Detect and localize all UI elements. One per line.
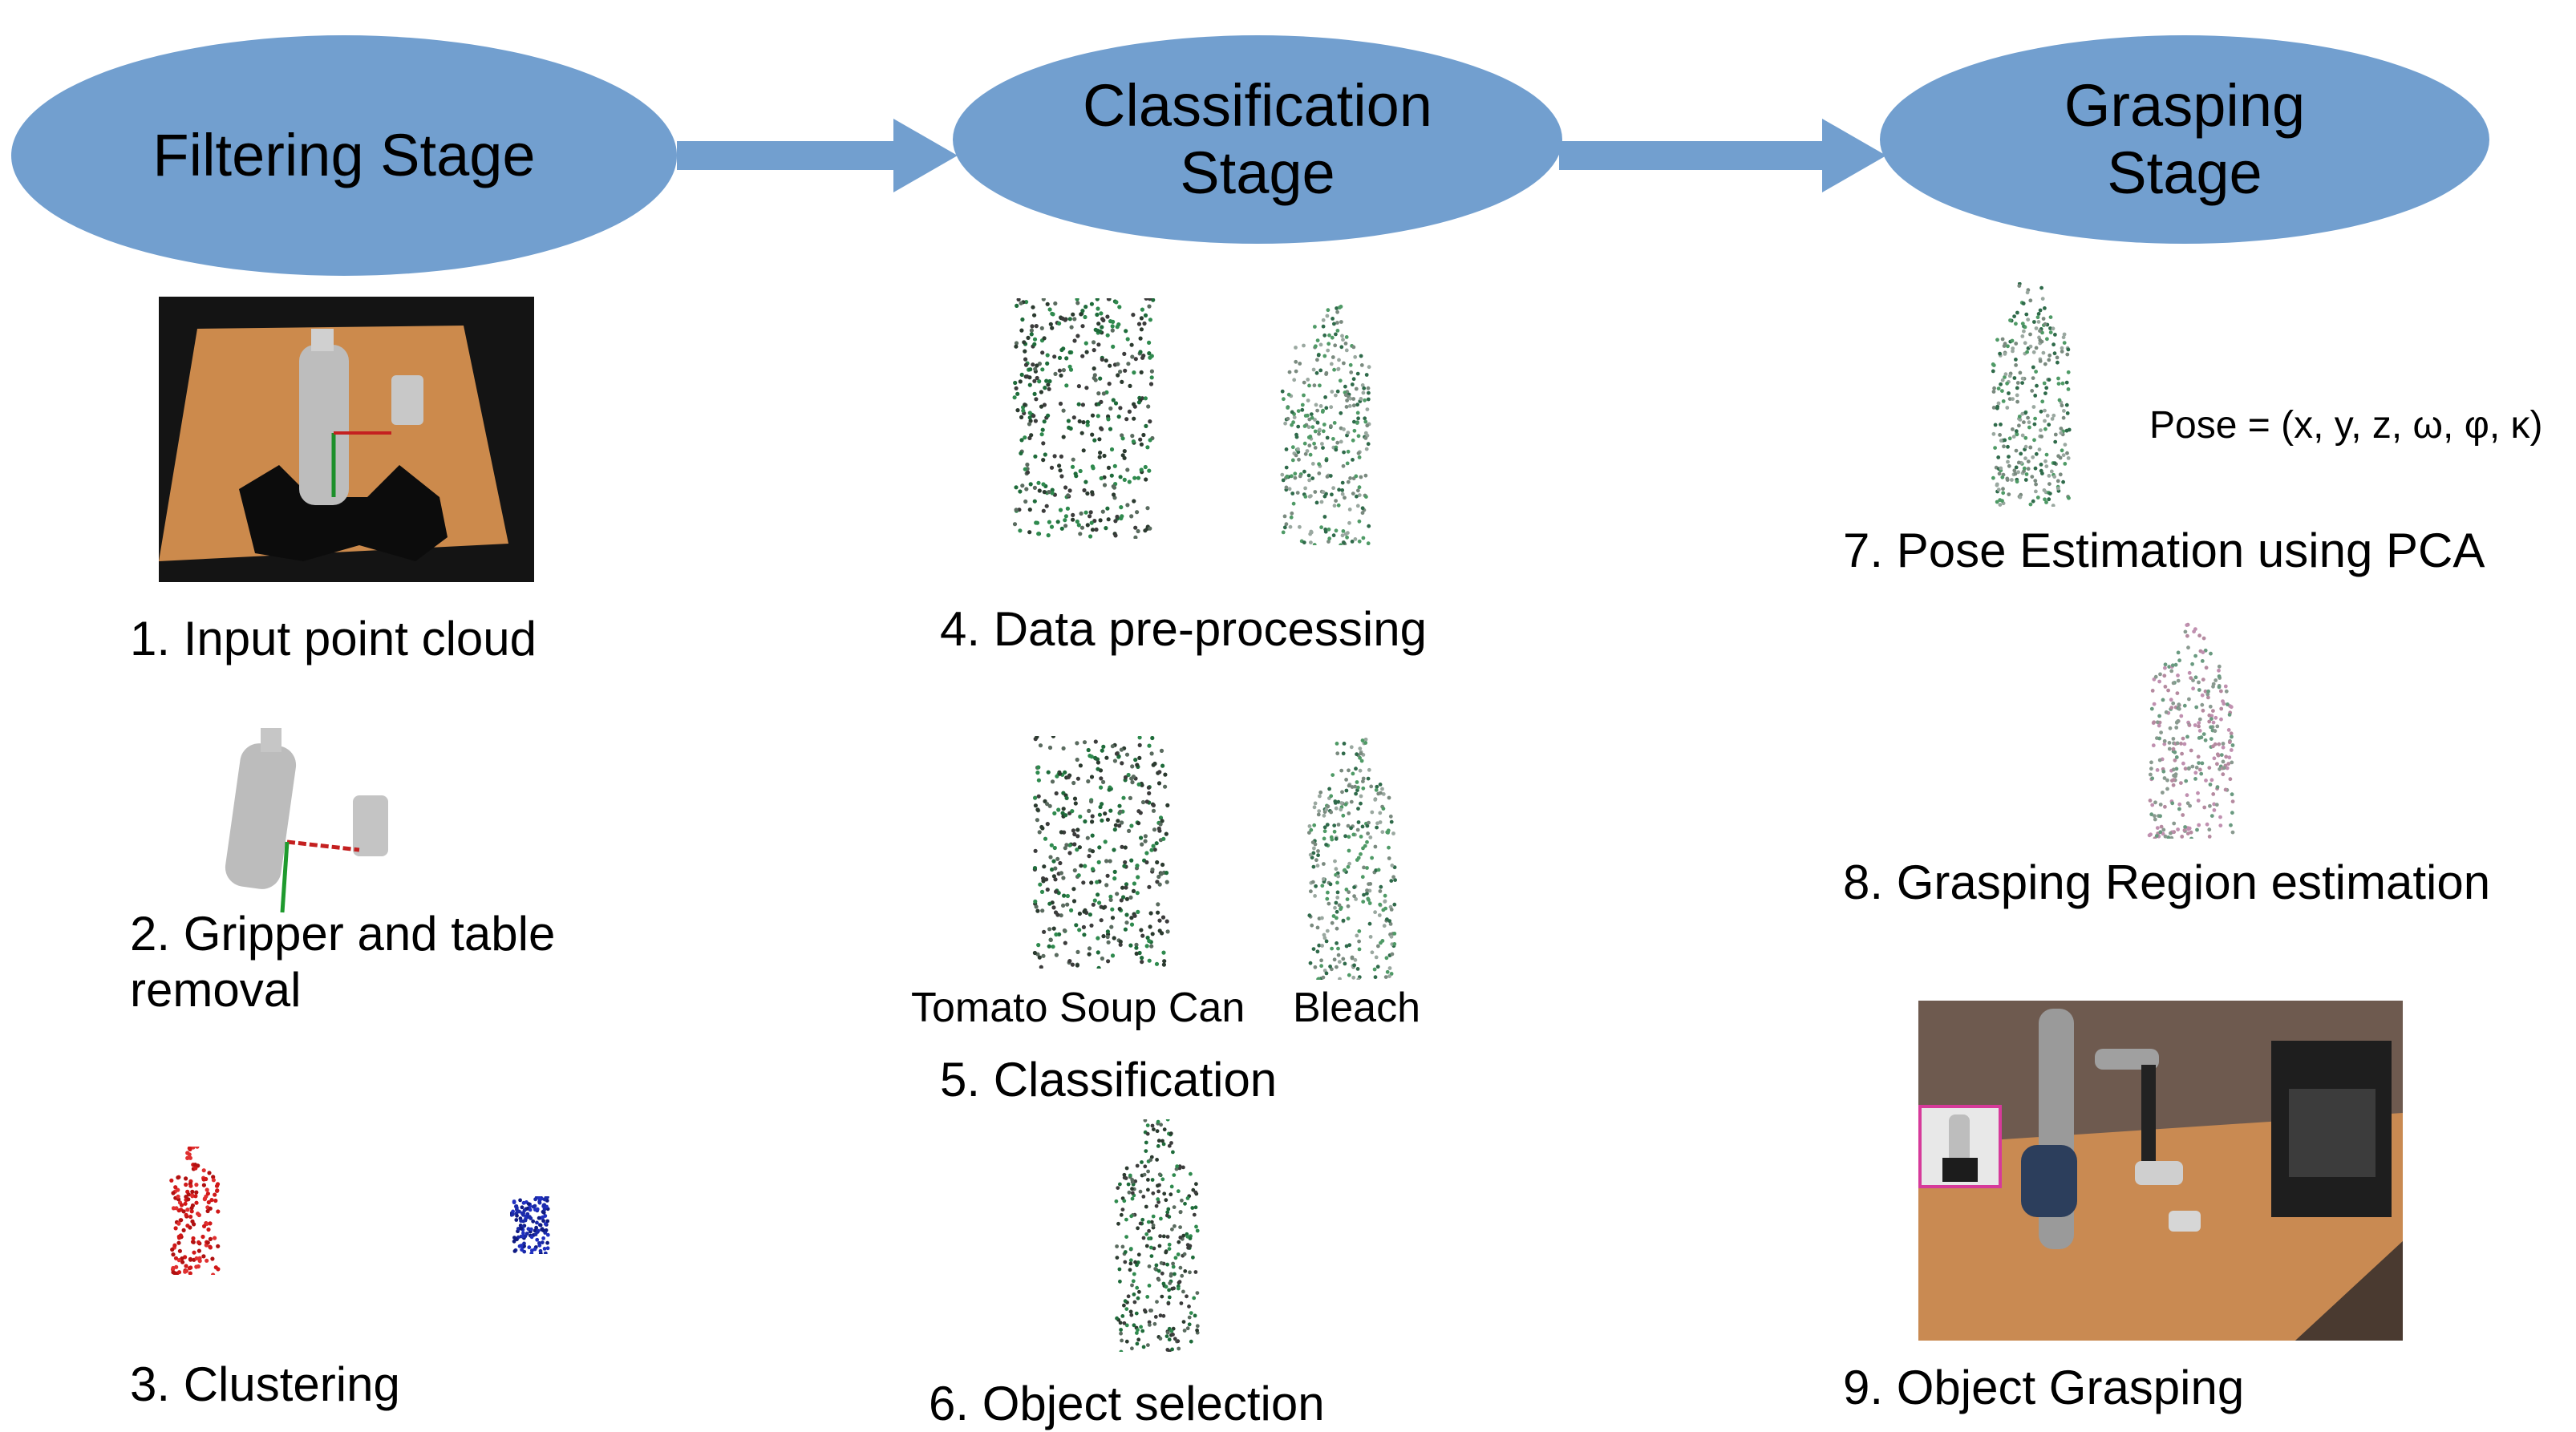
label-tomato-soup-can: Tomato Soup Can (911, 985, 1245, 1031)
grasping-stage-label: Grasping Stage (2064, 72, 2306, 206)
step-5-label: 5. Classification (940, 1053, 1278, 1106)
pose-formula: Pose = (x, y, z, ω, φ, κ) (2149, 404, 2543, 447)
classification-stage: Classification Stage (953, 35, 1562, 244)
clustering-points-blue (510, 1196, 550, 1254)
preprocess-can-points (1012, 298, 1156, 539)
step-2-label: 2. Gripper and table removal (130, 906, 555, 1018)
step-8-label: 8. Grasping Region estimation (1843, 856, 2491, 909)
arrow-classification-to-grasping (1559, 119, 1886, 192)
classified-bottle-points (1307, 738, 1397, 980)
step-9-label: 9. Object Grasping (1843, 1361, 2245, 1414)
gripper-table-removal-image (217, 722, 417, 914)
classification-stage-label: Classification Stage (1083, 72, 1432, 206)
object-grasping-image (1918, 1001, 2403, 1341)
filtering-stage-label: Filtering Stage (152, 122, 536, 188)
selected-object-points (1114, 1119, 1200, 1352)
step-7-label: 7. Pose Estimation using PCA (1843, 524, 2485, 577)
grasp-region-points (2147, 622, 2235, 839)
step-2-text: 2. Gripper and table removal (130, 907, 556, 1017)
pose-bottle-points (1991, 282, 2072, 507)
label-bleach: Bleach (1293, 985, 1420, 1031)
classified-can-points (1032, 736, 1170, 969)
arrow-filtering-to-classification (677, 119, 958, 192)
preprocess-bottle-points (1280, 305, 1371, 545)
grasping-stage: Grasping Stage (1880, 35, 2489, 244)
step-6-label: 6. Object selection (929, 1377, 1325, 1430)
step-3-label: 3. Clustering (130, 1357, 400, 1411)
clustering-points-red (169, 1147, 221, 1275)
step-4-label: 4. Data pre-processing (940, 602, 1427, 656)
input-point-cloud-image (159, 297, 534, 582)
filtering-stage: Filtering Stage (11, 35, 677, 276)
step-1-label: 1. Input point cloud (130, 612, 537, 665)
